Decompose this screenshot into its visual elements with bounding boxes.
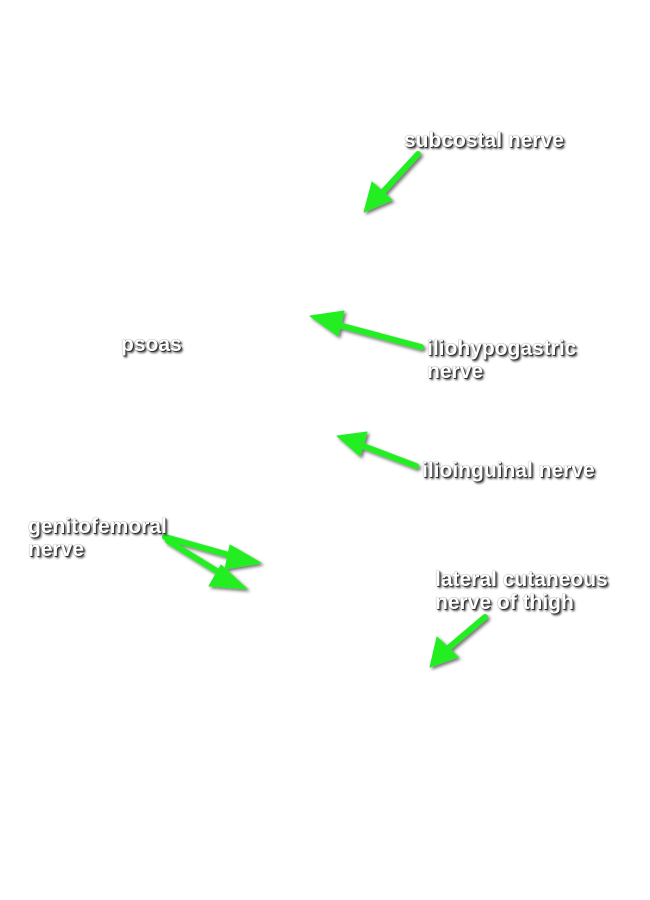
subcostal-nerve-text: subcostal nerve [404, 129, 564, 152]
lateral-cutaneous-arrow [429, 614, 488, 668]
subcostal-nerve-label: subcostal nerve [404, 129, 564, 152]
genitofemoral-arrow-upper [162, 534, 262, 570]
genitofemoral-nerve-label: genitofemoral nerve [28, 515, 167, 561]
genitofemoral-arrow-lower [165, 538, 248, 590]
iliohypogastric-arrow [309, 310, 424, 350]
iliohypogastric-nerve-label: iliohypogastric nerve [427, 337, 576, 383]
ilioinguinal-nerve-label: ilioinguinal nerve [422, 459, 595, 482]
lateral-cutaneous-text-line1: lateral cutaneous [435, 568, 608, 591]
ilioinguinal-arrow [336, 431, 419, 469]
subcostal-arrow [363, 151, 421, 213]
psoas-text: psoas [121, 333, 182, 356]
psoas-label: psoas [121, 333, 182, 356]
iliohypogastric-text-line2: nerve [427, 360, 484, 383]
ilioinguinal-text: ilioinguinal nerve [422, 459, 595, 482]
iliohypogastric-text-line1: iliohypogastric [427, 337, 577, 360]
genitofemoral-text-line1: genitofemoral [28, 515, 167, 538]
lateral-cutaneous-text-line2: nerve of thigh [435, 591, 574, 614]
lateral-cutaneous-nerve-label: lateral cutaneous nerve of thigh [435, 568, 608, 614]
genitofemoral-text-line2: nerve [28, 538, 85, 561]
